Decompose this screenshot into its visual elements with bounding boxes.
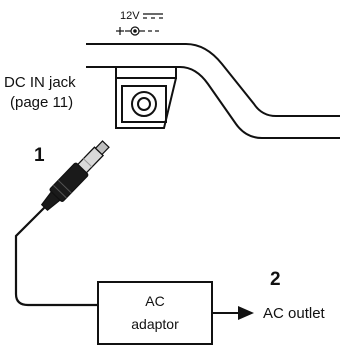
voltage-label: 12V bbox=[120, 10, 140, 22]
step-1-number: 1 bbox=[34, 145, 45, 166]
jack-housing bbox=[115, 77, 177, 129]
dc-cable bbox=[14, 205, 98, 307]
jack-socket-inner bbox=[137, 97, 151, 111]
step-2-number: 2 bbox=[270, 269, 281, 290]
outlet-arrow-icon bbox=[212, 306, 254, 320]
adaptor-label-line2: adaptor bbox=[131, 316, 179, 332]
instrument-body bbox=[86, 43, 340, 139]
jack-mount bbox=[115, 67, 177, 79]
dc-plug bbox=[40, 140, 110, 212]
adaptor-label-line1: AC bbox=[145, 293, 164, 309]
instrument-bottom-edge bbox=[86, 66, 340, 139]
ac-adaptor-box bbox=[97, 281, 213, 345]
jack-label-line2: (page 11) bbox=[10, 94, 73, 111]
dc-in-jack bbox=[115, 67, 177, 129]
plug-tip bbox=[94, 140, 110, 156]
jack-socket-outer bbox=[131, 91, 157, 117]
jack-label-line1: DC IN jack bbox=[4, 74, 76, 91]
instrument-top-edge bbox=[86, 43, 340, 117]
polarity-symbol-icon bbox=[116, 26, 159, 36]
ac-outlet-label: AC outlet bbox=[263, 305, 326, 322]
dc-symbol-icon bbox=[143, 13, 163, 19]
jack-face bbox=[121, 85, 167, 123]
